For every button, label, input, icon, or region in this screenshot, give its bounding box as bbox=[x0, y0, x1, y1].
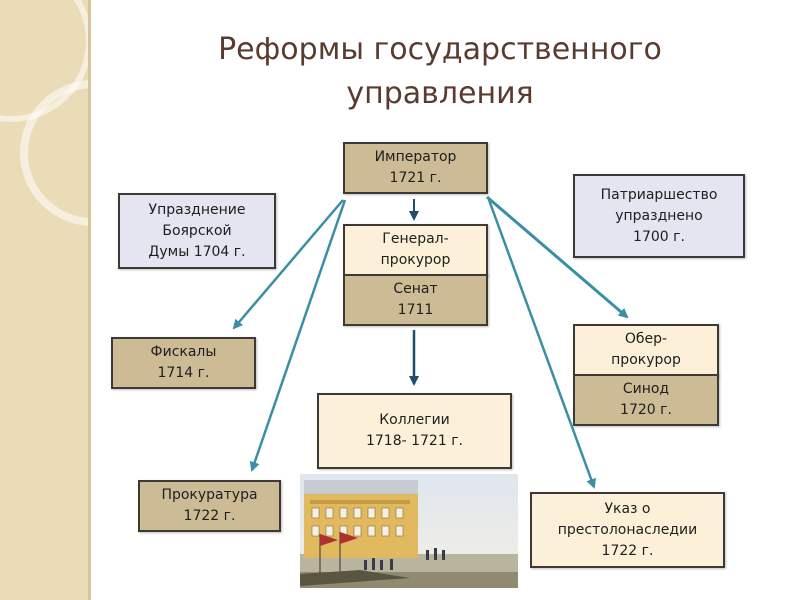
ukaz-line-1: Указ о bbox=[604, 500, 651, 517]
emperor-label: Император bbox=[374, 149, 457, 165]
arrow-to-ober-prokuror bbox=[486, 195, 629, 319]
boyar-duma-line-2: Боярской bbox=[162, 222, 232, 239]
senat-year: 1711 bbox=[397, 302, 434, 318]
box-general-prokuror: Генерал-прокурор bbox=[343, 224, 488, 276]
sidebar-divider bbox=[88, 0, 91, 600]
title-line-2: управления bbox=[346, 76, 534, 111]
slide-title: Реформы государственного управления bbox=[170, 28, 710, 116]
box-emperor: Император 1721 г. bbox=[343, 142, 488, 194]
patriarchate-line-2: упразднено bbox=[615, 207, 703, 224]
boyar-duma-line-1: Упразднение bbox=[148, 201, 246, 218]
box-fiskaly: Фискалы 1714 г. bbox=[111, 337, 256, 389]
senat-label: Сенат bbox=[393, 281, 438, 297]
box-patriarchate: Патриаршество упразднено 1700 г. bbox=[573, 174, 745, 258]
ukaz-line-2: престолонаследии bbox=[557, 521, 698, 538]
fiskaly-label: Фискалы bbox=[150, 344, 217, 360]
painting-illustration bbox=[300, 474, 518, 588]
box-kollegii: Коллегии 1718- 1721 г. bbox=[317, 393, 512, 469]
ober-prokuror-line-2: прокурор bbox=[611, 352, 681, 368]
sinod-label: Синод bbox=[622, 381, 670, 397]
fiskaly-year: 1714 г. bbox=[157, 365, 210, 381]
arrow-to-ukaz bbox=[487, 199, 596, 489]
patriarchate-line-3: 1700 г. bbox=[633, 228, 685, 245]
decorative-sidebar bbox=[0, 0, 88, 600]
kollegii-years: 1718- 1721 г. bbox=[365, 433, 463, 449]
box-ober-prokuror: Обер-прокурор bbox=[573, 324, 719, 376]
general-prokuror-line-2: прокурор bbox=[380, 252, 451, 268]
box-sinod: Синод 1720 г. bbox=[573, 374, 719, 426]
box-ukaz: Указ о престолонаследии 1722 г. bbox=[530, 492, 725, 568]
title-line-1: Реформы государственного bbox=[218, 32, 662, 67]
general-prokuror-line-1: Генерал- bbox=[382, 231, 449, 247]
box-prokuratura: Прокуратура 1722 г. bbox=[138, 480, 281, 532]
boyar-duma-line-3: Думы 1704 г. bbox=[148, 243, 246, 260]
ober-prokuror-line-1: Обер- bbox=[624, 331, 668, 347]
historical-painting bbox=[300, 474, 518, 588]
sinod-year: 1720 г. bbox=[620, 402, 672, 418]
ukaz-line-3: 1722 г. bbox=[601, 542, 654, 559]
arrow-to-prokuratura bbox=[249, 199, 347, 472]
arrow-to-fiskaly bbox=[232, 199, 344, 330]
box-senat: Сенат 1711 bbox=[343, 274, 488, 326]
prokuratura-year: 1722 г. bbox=[183, 508, 236, 524]
patriarchate-line-1: Патриаршество bbox=[600, 186, 718, 203]
emperor-year: 1721 г. bbox=[389, 170, 442, 186]
kollegii-label: Коллегии bbox=[379, 412, 450, 428]
prokuratura-label: Прокуратура bbox=[161, 487, 258, 503]
